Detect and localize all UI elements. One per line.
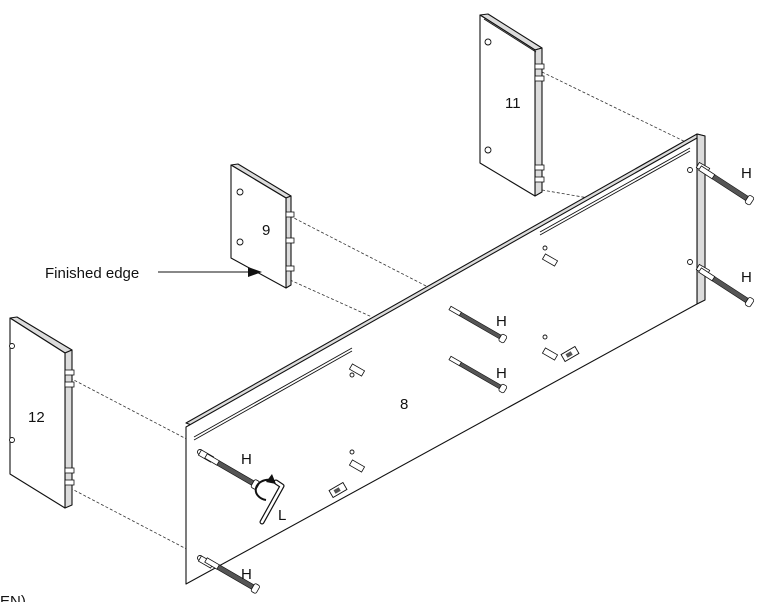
finished-edge-label: Finished edge — [45, 265, 139, 282]
tool-l-label: L — [278, 507, 286, 524]
bolt-h — [448, 355, 508, 394]
hardware-h-label: H — [741, 269, 752, 286]
rotate-arrow-icon — [254, 474, 276, 501]
hardware-h-label: H — [741, 165, 752, 182]
bolt-h — [698, 267, 755, 308]
cam-lock-fitting — [328, 481, 348, 499]
allen-key-icon — [259, 479, 285, 525]
finished-edge-callout: Finished edge — [45, 265, 262, 282]
panel-9: 9 — [230, 163, 295, 289]
hardware-h-label: H — [496, 313, 507, 330]
hardware-h-label: H — [241, 451, 252, 468]
part-8-label: 8 — [400, 396, 408, 413]
hardware-h-label: H — [241, 566, 252, 583]
panel-11: 11 — [479, 13, 545, 197]
part-9-label: 9 — [262, 222, 270, 239]
bolt-h — [204, 557, 260, 594]
cam-lock-fitting — [560, 345, 580, 363]
panel-12: 12 — [9, 316, 75, 509]
hardware-h-label: H — [496, 365, 507, 382]
part-12-label: 12 — [28, 409, 45, 426]
footer-text-fragment: EN) — [0, 593, 26, 602]
bolt-h — [698, 165, 755, 206]
bolt-h — [448, 305, 508, 344]
arrow-right-icon — [248, 267, 262, 277]
part-11-label: 11 — [505, 95, 521, 112]
